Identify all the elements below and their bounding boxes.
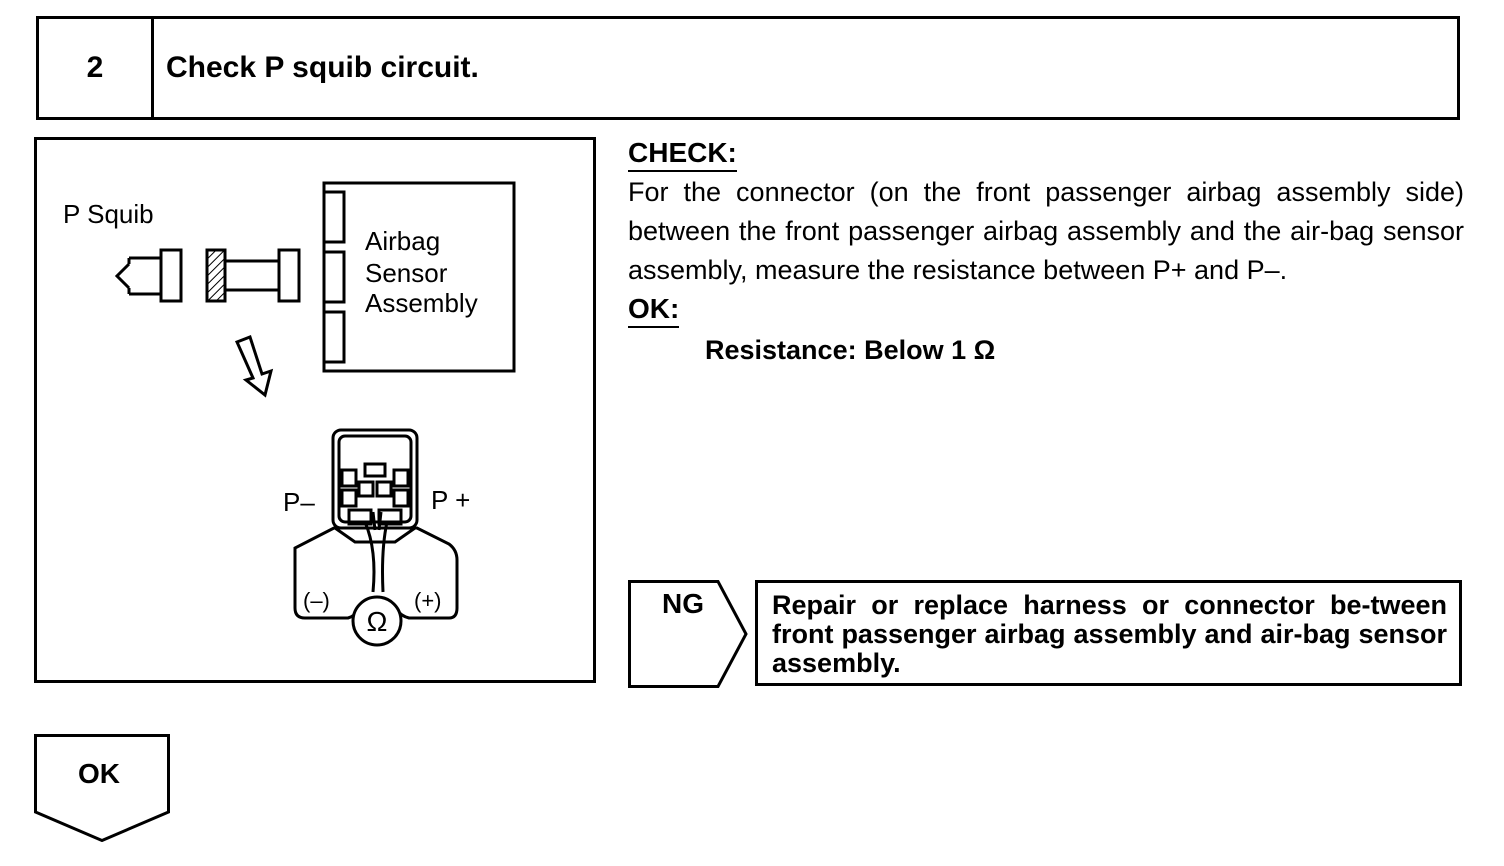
sensor-label-2: Sensor [365, 258, 448, 288]
airbag-sensor-assembly [322, 181, 516, 373]
squib-connector [114, 248, 301, 303]
connector-diagram: P Squib Airbag Sensor Assembly [34, 137, 596, 683]
down-arrow-icon [234, 335, 274, 398]
p-squib-label: P Squib [63, 199, 154, 229]
ok-branch-tag: OK [34, 734, 170, 843]
diagram-svg: P Squib Airbag Sensor Assembly [63, 181, 516, 647]
check-section: CHECK: For the connector (on the front p… [628, 134, 1464, 370]
ng-action-box: Repair or replace harness or connector b… [755, 580, 1462, 686]
sensor-label-1: Airbag [365, 226, 440, 256]
p-minus-label: P– [283, 487, 315, 517]
meter-plus-label: (+) [414, 588, 442, 613]
ok-heading: OK: [628, 292, 680, 328]
ok-tag-shape [34, 734, 170, 843]
ng-branch-tag: NG [628, 580, 748, 688]
meter-minus-label: (–) [303, 588, 330, 613]
p-plus-label: P + [431, 485, 470, 515]
sensor-label-3: Assembly [365, 288, 478, 318]
step-header: 2 Check P squib circuit. [36, 16, 1460, 120]
check-heading: CHECK: [628, 136, 737, 172]
ohmmeter [293, 511, 459, 647]
ok-spec: Resistance: Below 1 Ω [705, 335, 996, 365]
connector-front-view [331, 428, 419, 530]
ng-tag-shape [628, 580, 748, 688]
check-instructions: For the connector (on the front passenge… [628, 177, 1464, 285]
step-title: Check P squib circuit. [166, 51, 479, 84]
ohm-icon: Ω [367, 606, 388, 637]
ng-label: NG [662, 588, 704, 619]
ok-branch-label: OK [78, 758, 120, 789]
step-number: 2 [39, 19, 154, 117]
